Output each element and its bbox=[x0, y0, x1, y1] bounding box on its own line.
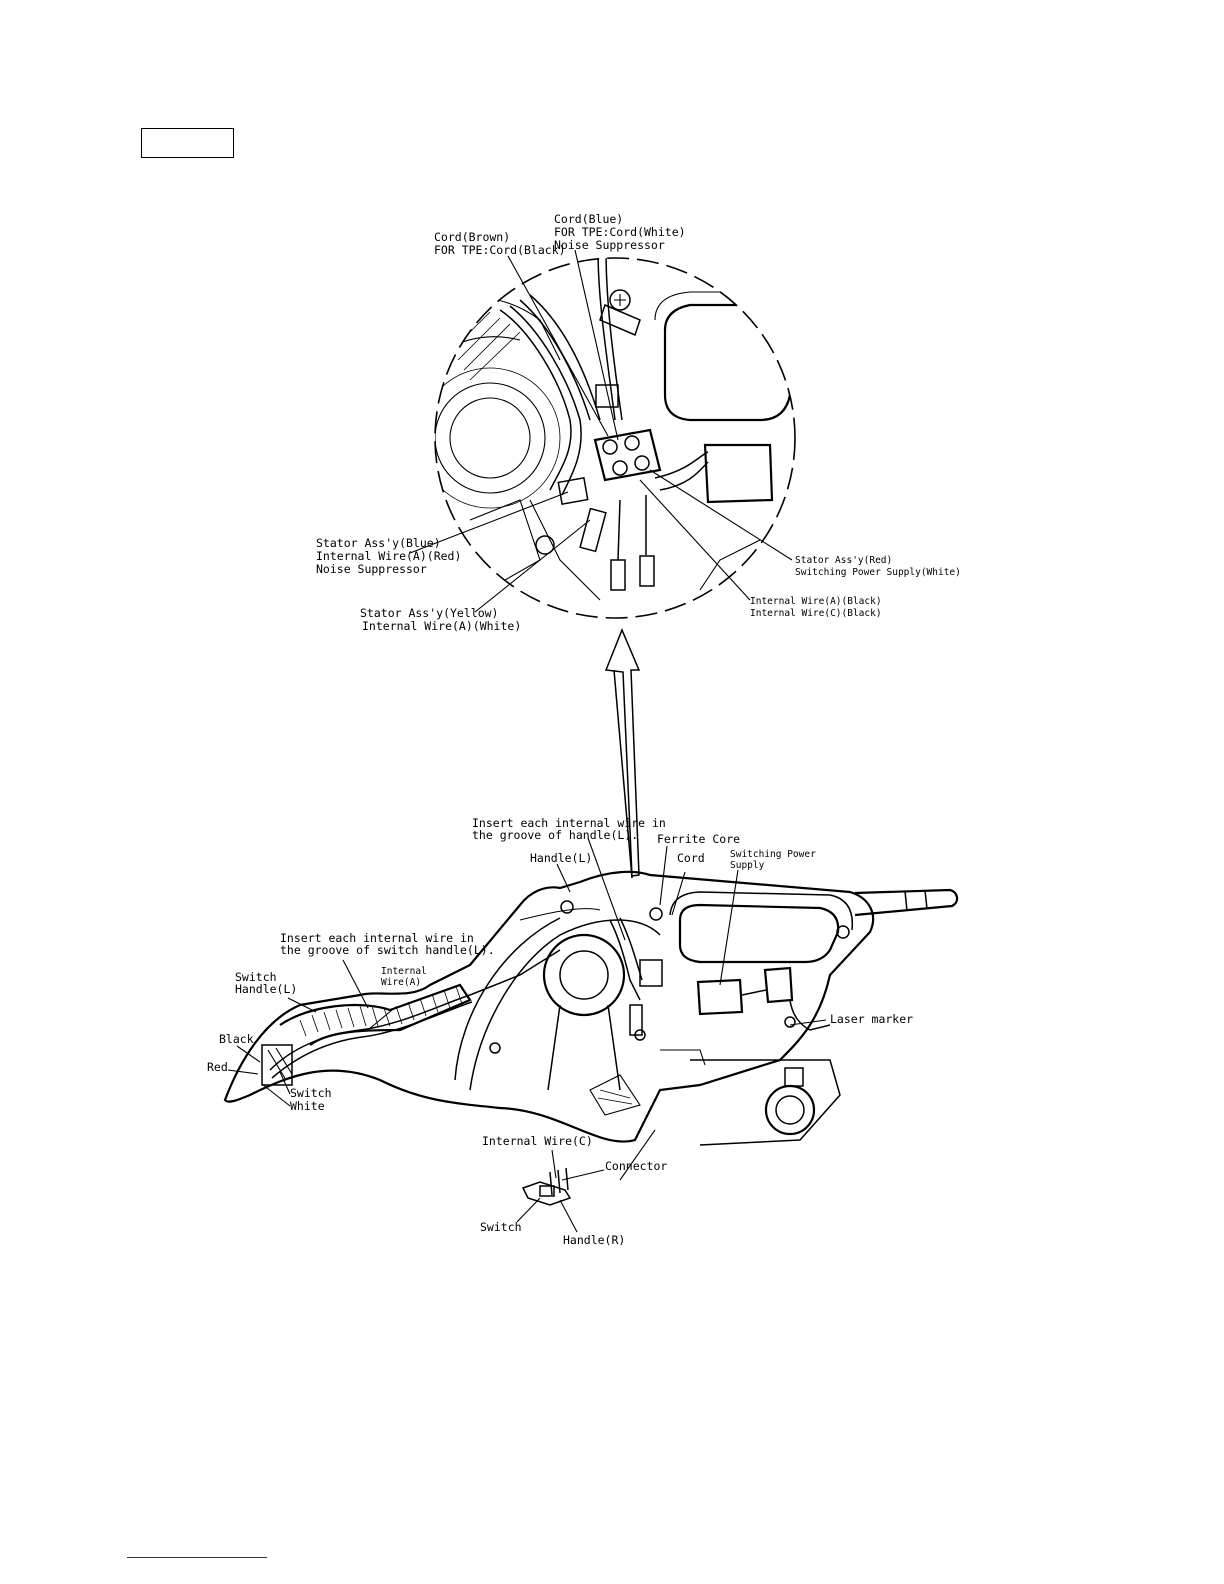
label-internal-wire-c: Internal Wire(C) bbox=[482, 1134, 593, 1148]
magnify-arrow bbox=[604, 628, 641, 879]
label-ferrite-core: Ferrite Core bbox=[657, 832, 740, 846]
label-switch-left: Switch bbox=[290, 1086, 332, 1100]
label-switch-handle-2: Handle(L) bbox=[235, 982, 297, 996]
label-switch-handle: Switch bbox=[235, 970, 277, 984]
detail-circle bbox=[434, 257, 796, 619]
label-insert-switch-2: the groove of switch handle(L). bbox=[280, 943, 495, 957]
label-internal-wire-a-black: Internal Wire(A)(Black) bbox=[750, 596, 882, 607]
label-cord-blue-tpe: FOR TPE:Cord(White) bbox=[554, 225, 686, 239]
label-noise-suppressor-top: Noise Suppressor bbox=[554, 238, 665, 252]
label-stator-blue: Stator Ass'y(Blue) bbox=[316, 536, 441, 550]
label-insert-handle-2: the groove of handle(L). bbox=[472, 828, 638, 842]
main-callouts: Insert each internal wire in the groove … bbox=[207, 816, 913, 1247]
footer-rule bbox=[127, 1557, 267, 1558]
label-sps: Switching Power bbox=[730, 849, 816, 860]
label-handle-l: Handle(L) bbox=[530, 851, 592, 865]
label-black: Black bbox=[219, 1032, 254, 1046]
label-insert-switch: Insert each internal wire in bbox=[280, 931, 474, 945]
label-red: Red bbox=[207, 1060, 228, 1074]
detail-leaders bbox=[409, 249, 793, 613]
detail-view bbox=[434, 257, 796, 619]
label-cord-brown: Cord(Brown) bbox=[434, 230, 510, 244]
detail-callouts: Cord(Brown) FOR TPE:Cord(Black) Cord(Blu… bbox=[316, 212, 961, 633]
switch-detail bbox=[521, 1167, 572, 1206]
handle-assembly bbox=[223, 870, 959, 1146]
label-cord-blue: Cord(Blue) bbox=[554, 212, 623, 226]
label-white: White bbox=[290, 1099, 325, 1113]
label-switch-bottom: Switch bbox=[480, 1220, 522, 1234]
label-cord: Cord bbox=[677, 851, 705, 865]
label-internal-wire-a-red: Internal Wire(A)(Red) bbox=[316, 549, 461, 563]
label-internal-wire-a-white: Internal Wire(A)(White) bbox=[362, 619, 521, 633]
label-internal-wire-c-black: Internal Wire(C)(Black) bbox=[750, 608, 882, 619]
label-internal-wire-a: Internal bbox=[381, 966, 427, 977]
label-insert-handle: Insert each internal wire in bbox=[472, 816, 666, 830]
label-sps-white: Switching Power Supply(White) bbox=[795, 567, 961, 578]
label-noise-suppressor-left: Noise Suppressor bbox=[316, 562, 427, 576]
label-connector: Connector bbox=[605, 1159, 667, 1173]
label-laser-marker: Laser marker bbox=[830, 1012, 913, 1026]
figure-label-box bbox=[141, 128, 234, 158]
label-sps-2: Supply bbox=[730, 860, 765, 871]
main-leaders bbox=[227, 837, 827, 1233]
label-stator-red: Stator Ass'y(Red) bbox=[795, 555, 892, 566]
label-handle-r: Handle(R) bbox=[563, 1233, 625, 1247]
label-internal-wire-a-2: Wire(A) bbox=[381, 977, 421, 988]
detail-internals bbox=[435, 258, 795, 601]
label-cord-brown-tpe: FOR TPE:Cord(Black) bbox=[434, 243, 566, 257]
label-stator-yellow: Stator Ass'y(Yellow) bbox=[360, 606, 498, 620]
